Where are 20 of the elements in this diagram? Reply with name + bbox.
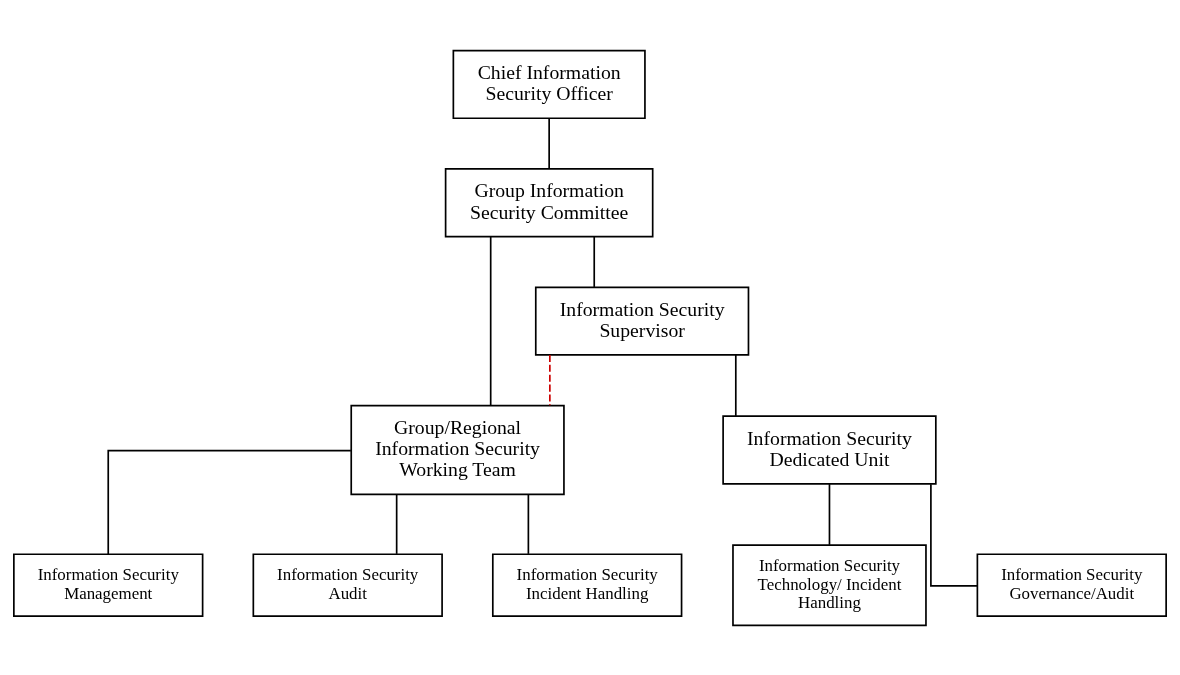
connector (395, 493, 398, 555)
node-box: Information Security Governance/Audit (976, 552, 1167, 617)
node-box: Chief Information Security Officer (452, 49, 646, 119)
node-box: Information Security Technology/ Incident Handling (732, 543, 927, 626)
node-box: Information Security Audit (252, 552, 443, 617)
node-box: Information Security Supervisor (534, 285, 750, 356)
node-box: Information Security Dedicated Unit (722, 414, 937, 485)
connector (549, 353, 551, 406)
connector (593, 235, 596, 288)
connector (734, 353, 737, 417)
connector (930, 482, 978, 587)
connector (828, 482, 831, 546)
connector (527, 493, 530, 555)
node-box: Group/Regional Information Security Working Team (350, 404, 565, 495)
connector (107, 449, 352, 555)
node-box: Information Security Incident Handling (491, 552, 683, 617)
node-box: Information Security Management (13, 552, 204, 617)
node-box: Group Information Security Committee (444, 167, 654, 237)
connector (548, 117, 550, 169)
connector (489, 235, 492, 406)
